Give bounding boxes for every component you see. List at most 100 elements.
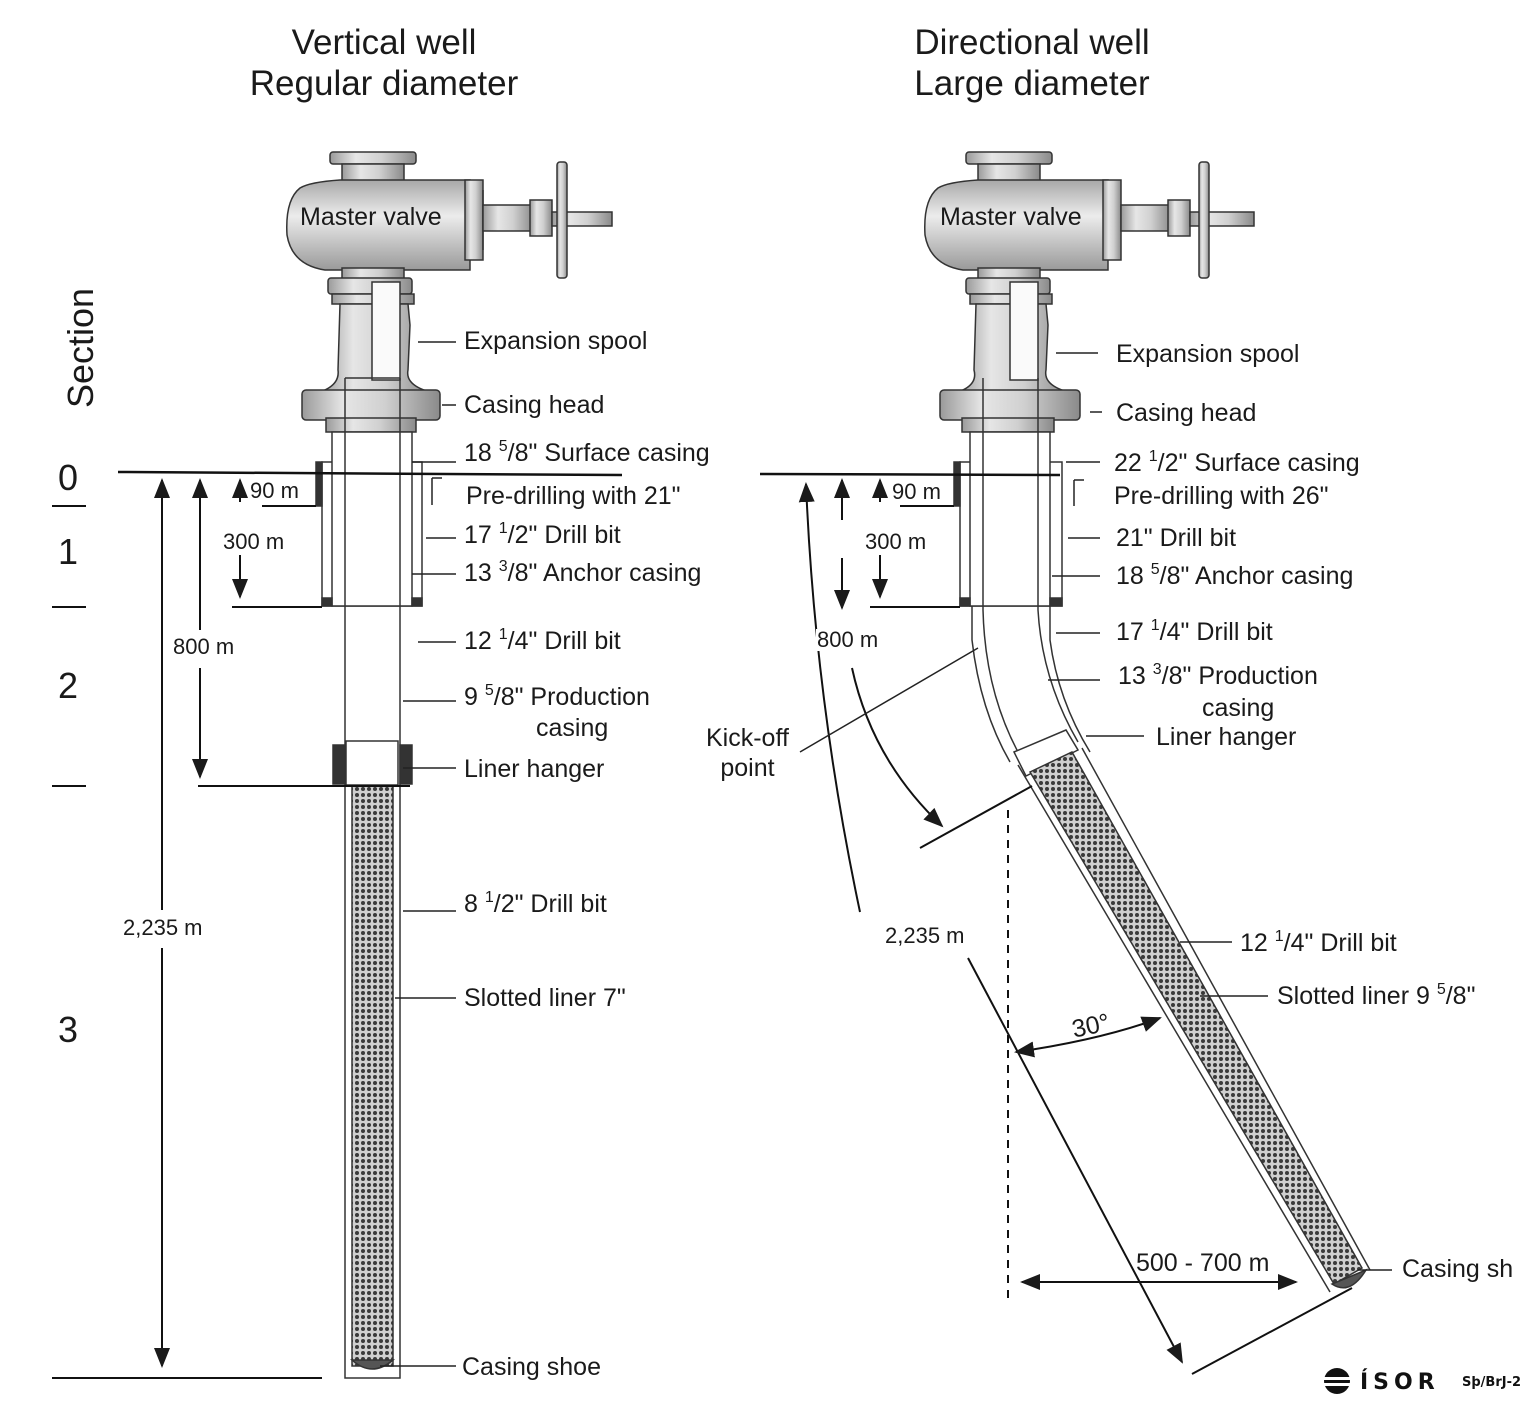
left-800m-label: 800 m <box>172 634 236 659</box>
kickoff-line1: Kick-off <box>706 724 789 752</box>
kickoff-line2: point <box>720 754 775 782</box>
text-sup: 1 <box>1150 617 1160 634</box>
text-pre: 22 <box>1114 449 1149 477</box>
left-liner-hanger-label: Liner hanger <box>464 755 605 783</box>
left-master-valve-label: Master valve <box>300 203 442 231</box>
right-surface-line <box>759 472 1061 477</box>
right-offset-label: 500 - 700 m <box>1136 1249 1270 1277</box>
right-drill-bit-3-label: 12 1/4" Drill bit <box>1240 928 1397 957</box>
text-post: /8" <box>1445 982 1476 1010</box>
left-well-bore <box>315 377 423 1379</box>
left-measure-lines <box>154 478 410 1368</box>
left-surface-line <box>117 470 623 477</box>
text-sup: 5 <box>1150 561 1160 578</box>
right-90m-label: 90 m <box>891 479 942 504</box>
text-sup: 1 <box>498 626 508 643</box>
text-sup: 1 <box>1274 928 1284 945</box>
text-post: /2" Drill bit <box>507 521 621 549</box>
left-title-line2: Regular diameter <box>249 64 519 103</box>
text-sup: 3 <box>1152 661 1162 678</box>
text-pre: 17 <box>1116 618 1151 646</box>
right-production-casing-line2: casing <box>1202 694 1275 722</box>
text-pre: Slotted liner 9 <box>1277 982 1437 1010</box>
right-slotted-liner-label: Slotted liner 9 5/8" <box>1277 981 1476 1010</box>
right-kickoff-label: Kick-off point <box>706 723 789 783</box>
right-wellhead <box>924 151 1255 433</box>
right-title: Directional well Large diameter <box>832 22 1232 104</box>
left-300m-label: 300 m <box>222 529 286 554</box>
text-post: /8" Anchor casing <box>1159 562 1354 590</box>
left-expansion-spool-label: Expansion spool <box>464 327 648 355</box>
section-number-2: 2 <box>58 665 79 706</box>
right-expansion-spool-label: Expansion spool <box>1116 340 1300 368</box>
isor-logo-icon <box>1324 1368 1350 1394</box>
text-sup: 3 <box>498 558 508 575</box>
text-pre: 13 <box>1118 662 1153 690</box>
text-pre: 18 <box>464 439 499 467</box>
text-sup: 5 <box>498 438 508 455</box>
left-casing-head-label: Casing head <box>464 391 605 419</box>
footer-code: Sþ/BrJ-2 <box>1462 1375 1522 1390</box>
text-post: /2" Surface casing <box>1157 449 1360 477</box>
right-300m-label: 300 m <box>864 529 928 554</box>
text-post: /4" Drill bit <box>507 627 621 655</box>
left-production-casing-line2: casing <box>536 714 609 742</box>
right-drill-bit-2-label: 17 1/4" Drill bit <box>1116 617 1273 646</box>
text-pre: 13 <box>464 559 499 587</box>
right-master-valve-label: Master valve <box>940 203 1082 231</box>
right-anchor-casing-label: 18 5/8" Anchor casing <box>1116 561 1354 590</box>
right-2235m-label: 2,235 m <box>884 923 966 948</box>
text-post: /8" Production <box>1161 662 1318 690</box>
left-anchor-casing-label: 13 3/8" Anchor casing <box>464 558 702 587</box>
left-90m-label: 90 m <box>249 478 300 503</box>
left-surface-casing-label: 18 5/8" Surface casing <box>464 438 710 467</box>
text-pre: 12 <box>464 627 499 655</box>
right-measure-lines <box>798 478 1353 1375</box>
right-casing-shoe-label: Casing sh <box>1402 1255 1514 1283</box>
text-post: /4" Drill bit <box>1159 618 1273 646</box>
right-liner-hanger-label: Liner hanger <box>1156 723 1297 751</box>
section-number-3: 3 <box>58 1009 79 1050</box>
right-title-line2: Large diameter <box>914 64 1150 103</box>
text-post: /4" Drill bit <box>1283 929 1397 957</box>
text-sup: 1 <box>1148 448 1158 465</box>
section-dividers <box>52 505 322 1379</box>
left-title-line1: Vertical well <box>291 23 477 62</box>
left-drill-bit-3-label: 8 1/2" Drill bit <box>464 889 607 918</box>
right-title-line1: Directional well <box>914 23 1150 62</box>
text-pre: 8 <box>464 890 485 918</box>
left-title: Vertical well Regular diameter <box>184 22 584 104</box>
left-slotted-liner-label: Slotted liner 7" <box>464 984 626 1012</box>
text-post: /8" Production <box>493 683 650 711</box>
left-drill-bit-2-label: 12 1/4" Drill bit <box>464 626 621 655</box>
right-production-casing-label: 13 3/8" Production <box>1118 661 1318 690</box>
section-number-0: 0 <box>58 457 79 498</box>
text-post: /8" Surface casing <box>507 439 710 467</box>
left-leaders <box>380 341 456 1367</box>
left-casing-shoe-label: Casing shoe <box>462 1353 601 1381</box>
text-pre: 12 <box>1240 929 1275 957</box>
text-sup: 1 <box>484 889 494 906</box>
right-drill-bit-1-label: 21" Drill bit <box>1116 524 1237 552</box>
text-post: /2" Drill bit <box>493 890 607 918</box>
text-post: /8" Anchor casing <box>507 559 702 587</box>
left-predrilling-label: Pre-drilling with 21" <box>466 482 681 510</box>
text-sup: 5 <box>1436 981 1446 998</box>
text-pre: 17 <box>464 521 499 549</box>
right-surface-casing-label: 22 1/2" Surface casing <box>1114 448 1360 477</box>
text-sup: 5 <box>484 682 494 699</box>
right-casing-head-label: Casing head <box>1116 399 1257 427</box>
text-sup: 1 <box>498 520 508 537</box>
text-pre: 9 <box>464 683 485 711</box>
right-800m-label: 800 m <box>816 627 880 652</box>
section-title: Section <box>60 287 101 409</box>
text-pre: 18 <box>1116 562 1151 590</box>
left-production-casing-label: 9 5/8" Production <box>464 682 650 711</box>
right-predrilling-label: Pre-drilling with 26" <box>1114 482 1329 510</box>
left-drill-bit-1-label: 17 1/2" Drill bit <box>464 520 621 549</box>
right-well-bore <box>953 378 1371 1293</box>
left-wellhead <box>286 151 613 433</box>
section-number-1: 1 <box>58 531 79 572</box>
right-leaders <box>799 352 1392 1271</box>
